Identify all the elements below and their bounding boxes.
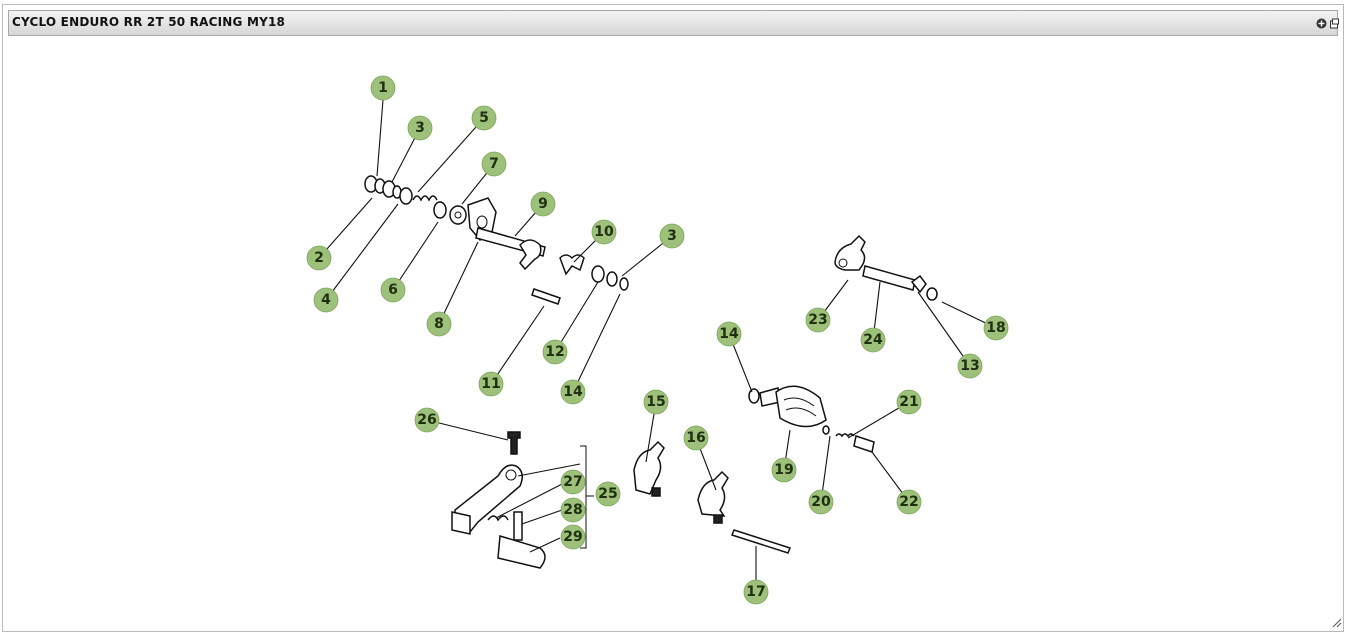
svg-text:9: 9 (538, 196, 548, 212)
svg-text:15: 15 (646, 394, 665, 410)
svg-text:7: 7 (489, 156, 499, 172)
callout-25[interactable]: 25 (595, 481, 621, 507)
svg-text:17: 17 (746, 584, 765, 600)
callout-24[interactable]: 24 (860, 327, 886, 353)
callout-8[interactable]: 8 (426, 311, 452, 337)
panel-titlebar: CYCLO ENDURO RR 2T 50 RACING MY18 (8, 10, 1340, 36)
popout-window-icon[interactable] (1329, 18, 1340, 29)
svg-text:8: 8 (434, 316, 444, 332)
callout-3b[interactable]: 3 (659, 223, 685, 249)
plus-circle-icon[interactable] (1316, 18, 1327, 29)
shift-forks (633, 440, 791, 554)
callout-14b[interactable]: 14 (716, 321, 742, 347)
svg-text:24: 24 (863, 332, 883, 348)
svg-text:22: 22 (899, 494, 918, 510)
callout-12[interactable]: 12 (542, 339, 568, 365)
svg-text:12: 12 (545, 344, 564, 360)
diagram-panel (2, 4, 1344, 632)
shift-drum-assembly (748, 385, 875, 453)
callout-7[interactable]: 7 (481, 151, 507, 177)
svg-text:26: 26 (417, 412, 436, 428)
callout-6[interactable]: 6 (380, 277, 406, 303)
svg-text:6: 6 (388, 282, 398, 298)
svg-text:4: 4 (321, 292, 331, 308)
callout-28[interactable]: 28 (560, 497, 586, 523)
callout-10[interactable]: 10 (591, 219, 617, 245)
svg-text:2: 2 (314, 250, 324, 266)
gear-lever-assembly (451, 431, 594, 569)
svg-text:14: 14 (719, 326, 739, 342)
callout-29[interactable]: 29 (560, 524, 586, 550)
panel-title: CYCLO ENDURO RR 2T 50 RACING MY18 (12, 15, 286, 29)
callout-26[interactable]: 26 (414, 407, 440, 433)
svg-text:10: 10 (594, 224, 614, 240)
callout-18[interactable]: 18 (983, 315, 1009, 341)
resize-grip-icon[interactable] (1330, 616, 1342, 628)
callout-20[interactable]: 20 (808, 489, 834, 515)
callout-1[interactable]: 1 (370, 75, 396, 101)
svg-text:19: 19 (774, 462, 793, 478)
callout-5[interactable]: 5 (471, 105, 497, 131)
svg-text:11: 11 (481, 376, 500, 392)
svg-text:14: 14 (563, 384, 583, 400)
svg-text:27: 27 (563, 474, 582, 490)
svg-text:1: 1 (378, 80, 388, 96)
callout-14[interactable]: 14 (560, 379, 586, 405)
callout-9[interactable]: 9 (530, 191, 556, 217)
callout-19[interactable]: 19 (771, 457, 797, 483)
callout-17[interactable]: 17 (743, 579, 769, 605)
svg-text:29: 29 (563, 529, 582, 545)
svg-text:21: 21 (899, 394, 918, 410)
callout-16[interactable]: 16 (683, 425, 709, 451)
callout-22[interactable]: 22 (896, 489, 922, 515)
svg-text:18: 18 (986, 320, 1005, 336)
svg-text:20: 20 (811, 494, 831, 510)
callout-13[interactable]: 13 (957, 353, 983, 379)
callout-21[interactable]: 21 (896, 389, 922, 415)
svg-text:28: 28 (563, 502, 582, 518)
callout-2[interactable]: 2 (306, 245, 332, 271)
svg-text:3: 3 (667, 228, 677, 244)
callout-11[interactable]: 11 (478, 371, 504, 397)
svg-text:13: 13 (960, 358, 979, 374)
callout-23[interactable]: 23 (805, 307, 831, 333)
svg-text:16: 16 (686, 430, 705, 446)
callout-15[interactable]: 15 (643, 389, 669, 415)
svg-text:25: 25 (598, 486, 617, 502)
svg-text:23: 23 (808, 312, 827, 328)
selector-lever-assembly (834, 234, 938, 301)
callout-27[interactable]: 27 (560, 469, 586, 495)
svg-text:5: 5 (479, 110, 489, 126)
leader-lines (318, 99, 997, 592)
callout-4[interactable]: 4 (313, 287, 339, 313)
callout-3[interactable]: 3 (407, 115, 433, 141)
gearshift-shaft-assembly (364, 175, 629, 305)
svg-text:3: 3 (415, 120, 425, 136)
